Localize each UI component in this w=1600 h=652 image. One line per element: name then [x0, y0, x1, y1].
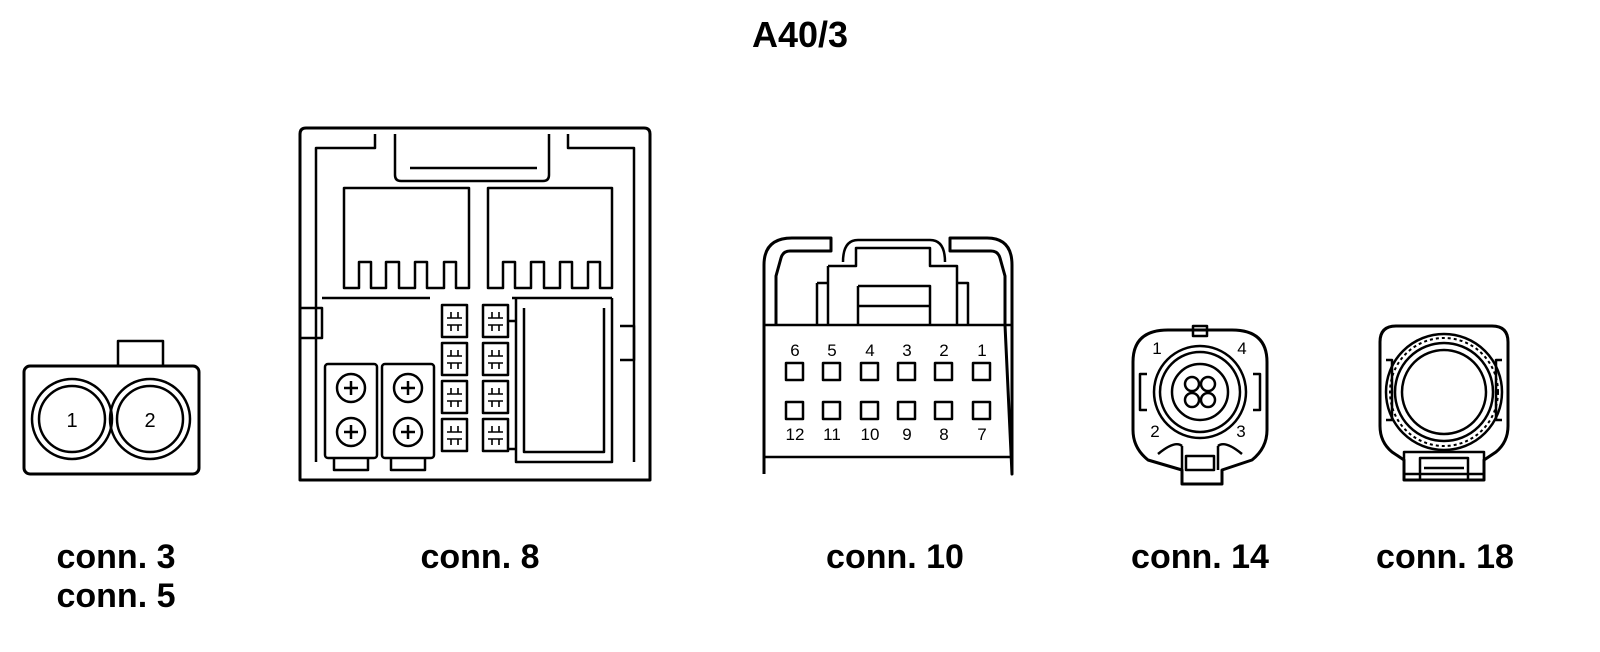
pin-label: 5: [827, 341, 836, 360]
connector-8: [298, 126, 652, 482]
connector-14: 1 4 2 3: [1131, 324, 1269, 486]
pin-label: 1: [66, 410, 77, 432]
connector-label: conn. 18: [1376, 538, 1514, 576]
pin-label: 8: [939, 425, 948, 444]
connector-3-5: 1 2: [22, 339, 201, 476]
pin-label: 9: [902, 425, 911, 444]
pin-label: 1: [1152, 339, 1161, 358]
pin-label: 2: [1150, 422, 1159, 441]
pin-label: 3: [1236, 422, 1245, 441]
connector-label: conn. 8: [420, 538, 540, 576]
pin-label: 1: [977, 341, 986, 360]
connector-label: conn. 10: [826, 538, 964, 576]
pin-label: 4: [1237, 339, 1246, 358]
connector-label: conn. 5: [56, 577, 176, 615]
pin-label: 6: [790, 341, 799, 360]
pin-label: 3: [902, 341, 911, 360]
pin-label: 4: [865, 341, 874, 360]
connector-label: conn. 14: [1131, 538, 1269, 576]
pin-label: 2: [939, 341, 948, 360]
connector-18: [1378, 324, 1510, 482]
connector-10: 6 5 4 3 2 1 12 11 10 9 8 7: [762, 236, 1014, 476]
diagram-title: A40/3: [751, 14, 849, 55]
pin-label: 7: [977, 425, 986, 444]
connector-label: conn. 3: [56, 538, 176, 576]
pin-label: 2: [144, 410, 155, 432]
pin-label: 12: [786, 425, 805, 444]
pin-label: 10: [861, 425, 880, 444]
pin-label: 11: [823, 425, 841, 444]
